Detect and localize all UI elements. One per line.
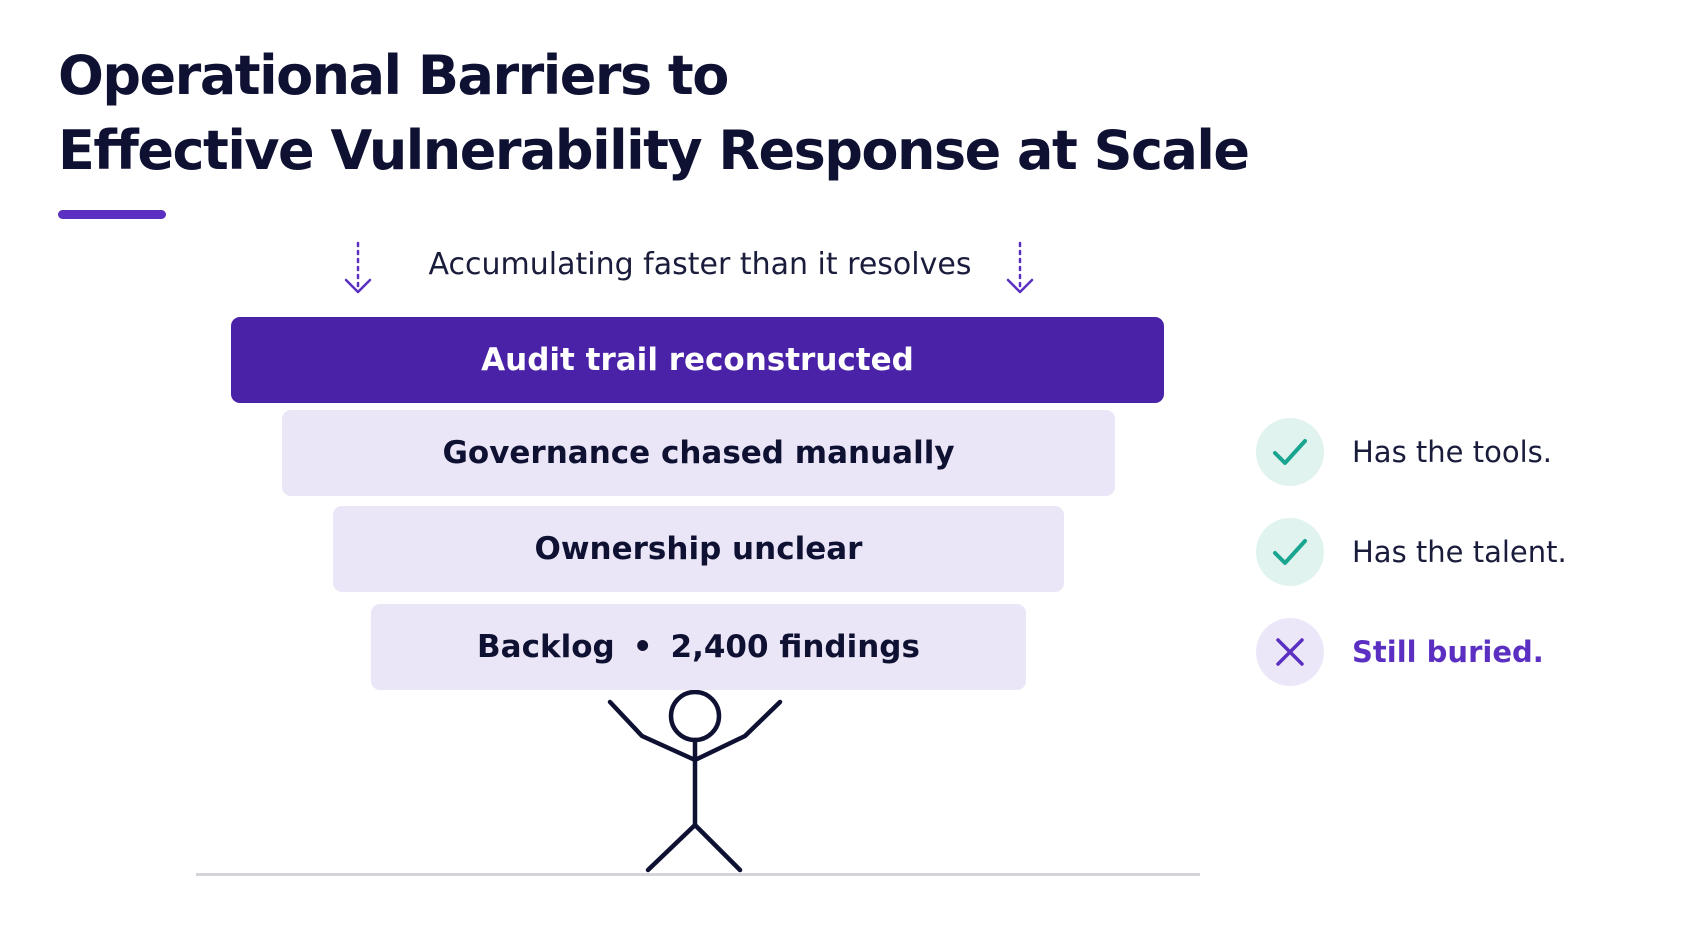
status-check-badge bbox=[1256, 518, 1324, 586]
page-title: Operational Barriers to Effective Vulner… bbox=[58, 38, 1358, 188]
layer-governance: Governance chased manually bbox=[282, 410, 1115, 496]
layer-label: Governance chased manually bbox=[442, 435, 955, 471]
ground-line bbox=[196, 873, 1200, 876]
layer-ownership: Ownership unclear bbox=[333, 506, 1064, 592]
title-line-1: Operational Barriers to bbox=[58, 44, 729, 107]
status-item-tools: Has the tools. bbox=[1256, 417, 1552, 487]
status-label: Has the talent. bbox=[1352, 535, 1567, 569]
stick-figure-icon bbox=[607, 690, 783, 873]
dotted-down-arrow-right-icon bbox=[1006, 241, 1034, 294]
layer-audit-trail: Audit trail reconstructed bbox=[231, 317, 1164, 403]
layer-backlog: Backlog • 2,400 findings bbox=[371, 604, 1026, 690]
status-item-talent: Has the talent. bbox=[1256, 517, 1567, 587]
status-cross-badge bbox=[1256, 618, 1324, 686]
status-label: Still buried. bbox=[1352, 635, 1544, 669]
title-accent-bar bbox=[58, 210, 166, 219]
layer-label: Audit trail reconstructed bbox=[481, 342, 914, 378]
layer-label: Ownership unclear bbox=[534, 531, 863, 567]
x-icon bbox=[1276, 638, 1304, 666]
separator-dot: • bbox=[632, 629, 653, 665]
dotted-down-arrow-left-icon bbox=[344, 241, 372, 294]
layer-label: Backlog bbox=[477, 629, 615, 665]
check-icon bbox=[1273, 439, 1307, 465]
title-line-2: Effective Vulnerability Response at Scal… bbox=[58, 119, 1250, 182]
flow-caption: Accumulating faster than it resolves bbox=[428, 247, 972, 282]
layer-detail: 2,400 findings bbox=[670, 629, 920, 665]
status-check-badge bbox=[1256, 418, 1324, 486]
check-icon bbox=[1273, 539, 1307, 565]
status-item-buried: Still buried. bbox=[1256, 617, 1544, 687]
status-label: Has the tools. bbox=[1352, 435, 1552, 469]
